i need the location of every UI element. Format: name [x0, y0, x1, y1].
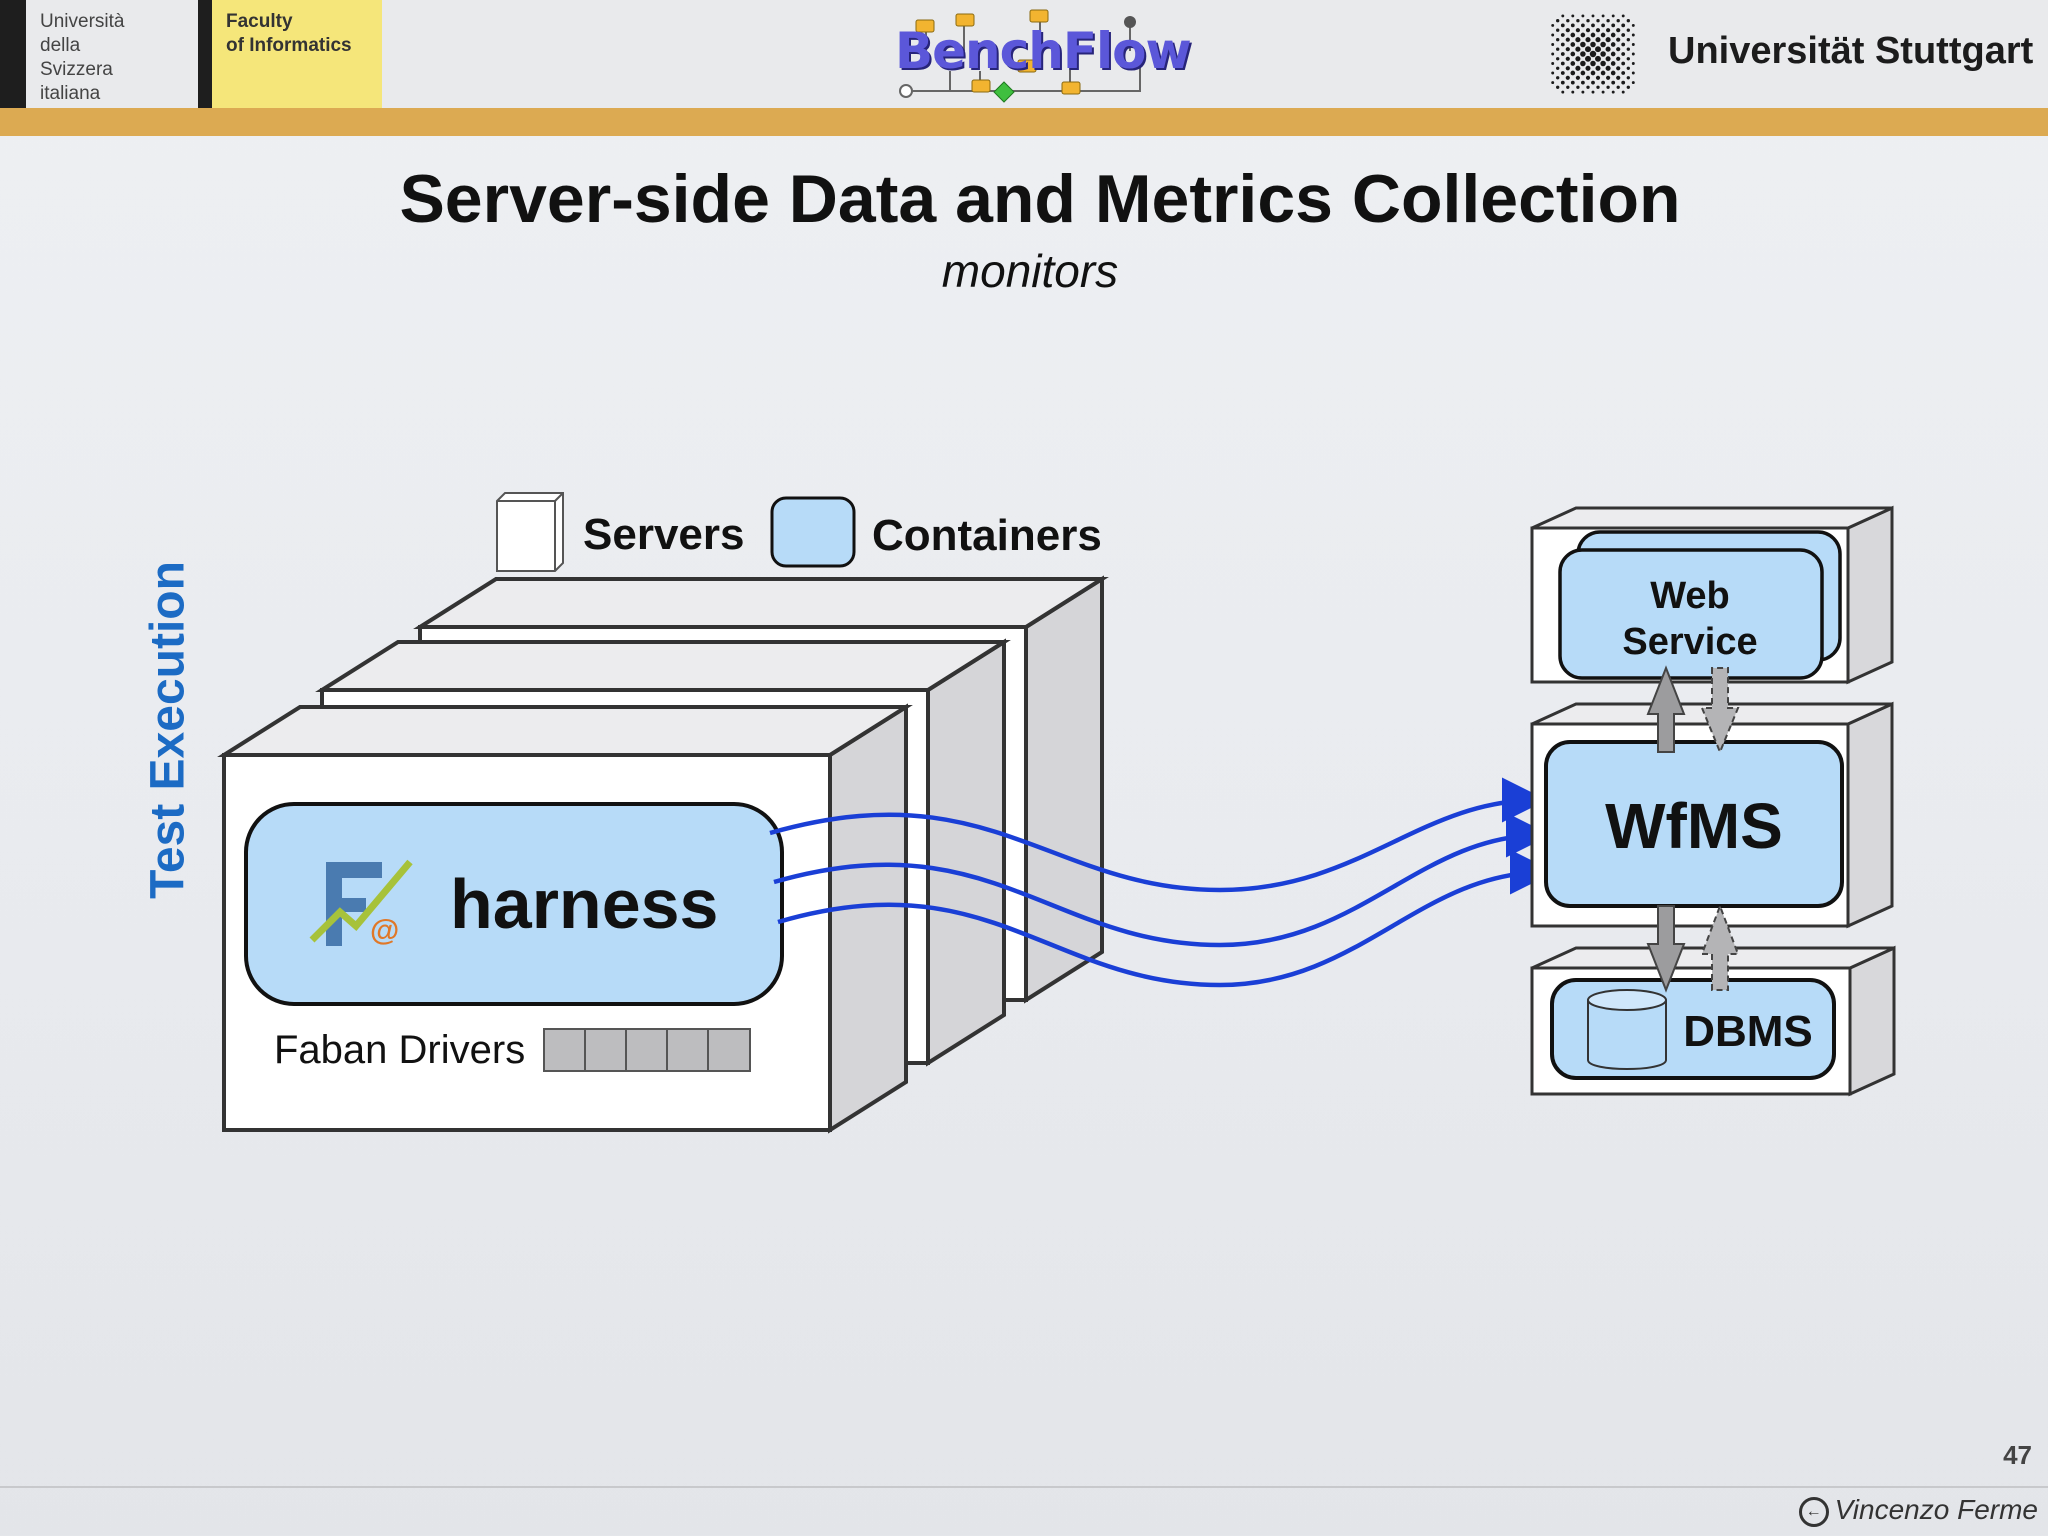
dbms-label: DBMS	[1683, 1007, 1813, 1056]
header-band	[0, 108, 2048, 136]
faculty-name: Faculty of Informatics	[226, 11, 352, 56]
faculty-logo-box	[212, 0, 382, 108]
stuttgart-logo-graphic	[1551, 14, 1635, 94]
web-service-label-line1: Web	[1650, 575, 1730, 617]
author-credit: ←Vincenzo Ferme	[1798, 1494, 2038, 1527]
page-number: 47	[2003, 1440, 2032, 1470]
university-name: Universität Stuttgart	[1668, 30, 2034, 72]
legend-servers-label: Servers	[583, 510, 744, 559]
legend-server-swatch	[496, 492, 564, 572]
harness-container	[244, 802, 784, 1006]
connector-curve-3	[777, 849, 1555, 988]
web-service-container	[1558, 548, 1824, 680]
slide-subtitle: monitors	[941, 245, 1119, 297]
connector-curves	[769, 777, 1555, 988]
legend-containers-label: Containers	[872, 511, 1102, 560]
down-arrow-dashed-icon	[1700, 667, 1740, 755]
faban-drivers-label: Faban Drivers	[274, 1028, 525, 1072]
harness-label: harness	[450, 865, 718, 943]
legend-container-swatch	[770, 496, 856, 568]
legend: Servers Containers	[496, 492, 1102, 572]
up-arrow-dashed-icon	[1700, 903, 1740, 991]
connector-curve-1	[769, 777, 1547, 893]
slide-header: Università della Svizzera italiana Facul…	[0, 0, 2048, 108]
copyleft-icon: ←	[1798, 1496, 1829, 1527]
wfms-container	[1544, 740, 1844, 908]
benchflow-logo-graphic	[899, 9, 1141, 103]
footer-divider	[0, 1486, 2048, 1488]
connector-curve-2	[773, 812, 1551, 948]
slide-title: Server-side Data and Metrics Collection	[399, 161, 1681, 237]
web-service-label-line2: Service	[1622, 621, 1757, 663]
down-arrow-icon	[1646, 905, 1686, 993]
faban-logo: @	[309, 859, 413, 947]
faban-drivers-slots	[543, 1028, 751, 1072]
usi-logo-bar	[0, 0, 26, 108]
wfms-label: WfMS	[1605, 790, 1783, 862]
benchflow-logo-text: BenchFlow	[895, 22, 1192, 80]
up-arrow-icon	[1646, 665, 1686, 753]
author-name: Vincenzo Ferme	[1834, 1494, 2038, 1525]
database-cylinder-icon	[1587, 989, 1667, 1070]
faban-logo-at: @	[370, 914, 399, 947]
ws-wfms-arrows	[1646, 665, 1740, 755]
faculty-logo-bar	[198, 0, 212, 108]
usi-name: Università della Svizzera italiana	[40, 11, 125, 104]
wfms-dbms-arrows	[1646, 903, 1740, 993]
